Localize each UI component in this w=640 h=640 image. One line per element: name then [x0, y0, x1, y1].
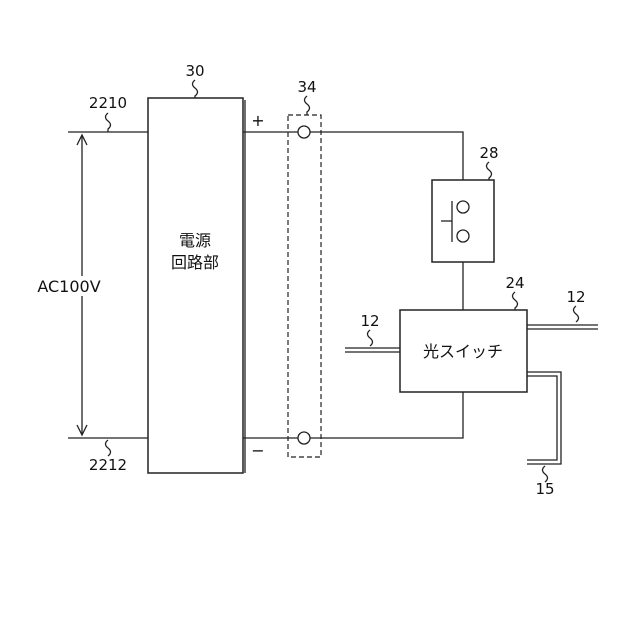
plus-sign: +	[251, 111, 264, 130]
leader-24	[513, 292, 518, 310]
leader-34	[305, 96, 310, 115]
power-supply-ref: 30	[185, 62, 204, 80]
switch-ref: 28	[479, 144, 498, 162]
fiber-bottom	[527, 372, 561, 464]
fiber-bottom-ref: 15	[535, 480, 554, 498]
terminal-minus	[298, 432, 310, 444]
leader-12-left	[368, 330, 373, 346]
leader-2212	[106, 440, 111, 456]
power-supply-block	[148, 98, 243, 473]
terminal-block-ref: 34	[297, 78, 316, 96]
fiber-right	[527, 325, 598, 329]
leader-2210	[106, 113, 111, 132]
optical-switch-label: 光スイッチ	[423, 342, 503, 361]
power-supply-label-line2: 回路部	[171, 253, 219, 272]
fiber-left-ref: 12	[360, 312, 379, 330]
wire-minus-return	[310, 392, 463, 438]
voltage-label: AC100V	[37, 277, 100, 296]
terminal-block	[288, 115, 321, 457]
optical-switch-ref: 24	[505, 274, 524, 292]
leader-30	[193, 80, 198, 98]
leader-12-right	[574, 306, 579, 322]
leader-28	[487, 162, 492, 180]
terminal-plus	[298, 126, 310, 138]
fiber-right-ref: 12	[566, 288, 585, 306]
wire-plus-to-switch	[310, 132, 463, 180]
power-supply-label-line1: 電源	[179, 231, 211, 250]
input-line-bottom-ref: 2212	[89, 456, 127, 474]
input-line-top-ref: 2210	[89, 94, 127, 112]
fiber-left	[345, 348, 400, 352]
minus-sign: −	[251, 441, 264, 460]
